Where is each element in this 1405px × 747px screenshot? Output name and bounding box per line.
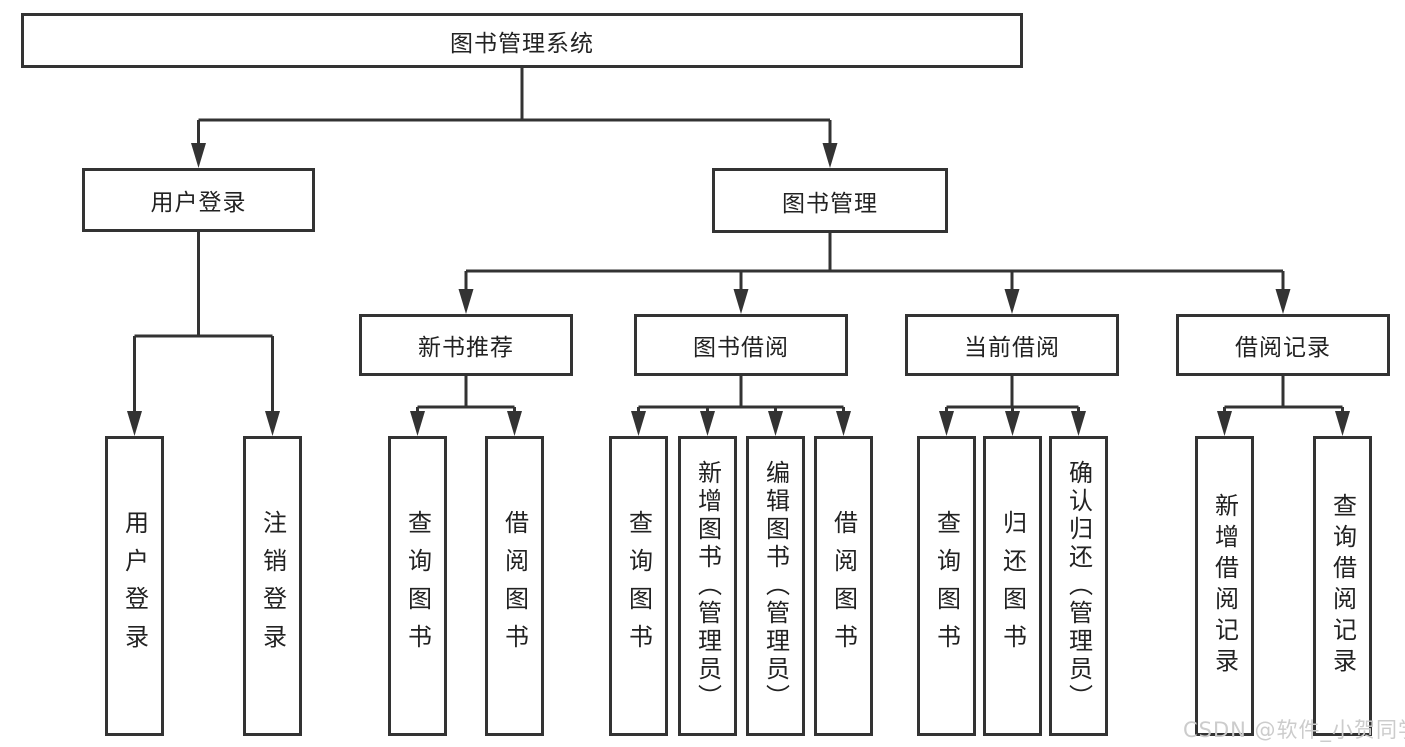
leaf-borrow-books-1-label: 借阅图书 [500, 510, 529, 662]
leaf-borrow-books-1: 借阅图书 [485, 436, 544, 736]
leaf-query-books-2: 查询图书 [609, 436, 668, 736]
leaf-query-books-1: 查询图书 [388, 436, 447, 736]
node-library-system-label: 图书管理系统 [450, 30, 594, 57]
leaf-query-borrow-record-label: 查询借阅记录 [1328, 493, 1357, 679]
node-borrow-record: 借阅记录 [1176, 314, 1390, 376]
leaf-query-books-3-label: 查询图书 [932, 510, 961, 662]
leaf-user-login-label: 用户登录 [120, 510, 149, 662]
node-user-login: 用户登录 [82, 168, 315, 232]
node-book-borrow-label: 图书借阅 [693, 335, 789, 361]
node-book-borrow: 图书借阅 [634, 314, 848, 376]
leaf-user-login: 用户登录 [105, 436, 164, 736]
leaf-add-borrow-record: 新增借阅记录 [1195, 436, 1254, 736]
leaf-query-books-2-label: 查询图书 [624, 510, 653, 662]
leaf-add-book-admin: 新增图书（管理员） [678, 436, 737, 736]
node-user-login-label: 用户登录 [150, 190, 247, 216]
leaf-query-books-1-label: 查询图书 [403, 510, 432, 662]
node-current-borrow-label: 当前借阅 [964, 335, 1060, 361]
node-book-management-label: 图书管理 [782, 190, 878, 217]
leaf-confirm-return-admin-label: 确认归还（管理员） [1064, 460, 1093, 712]
node-new-book-recommend: 新书推荐 [359, 314, 573, 376]
leaf-borrow-books-2: 借阅图书 [814, 436, 873, 736]
leaf-borrow-books-2-label: 借阅图书 [829, 510, 858, 662]
leaf-edit-book-admin-label: 编辑图书（管理员） [761, 460, 790, 712]
leaf-add-book-admin-label: 新增图书（管理员） [693, 460, 722, 712]
node-borrow-record-label: 借阅记录 [1235, 335, 1331, 361]
leaf-return-book-label: 归还图书 [998, 510, 1027, 662]
leaf-confirm-return-admin: 确认归还（管理员） [1049, 436, 1108, 736]
leaf-edit-book-admin: 编辑图书（管理员） [746, 436, 805, 736]
leaf-query-borrow-record: 查询借阅记录 [1313, 436, 1372, 736]
node-current-borrow: 当前借阅 [905, 314, 1119, 376]
node-library-system: 图书管理系统 [21, 13, 1023, 68]
leaf-query-books-3: 查询图书 [917, 436, 976, 736]
leaf-add-borrow-record-label: 新增借阅记录 [1210, 493, 1239, 679]
node-new-book-recommend-label: 新书推荐 [418, 335, 514, 361]
watermark: CSDN @软件_小贺同学 [1183, 718, 1405, 742]
leaf-return-book: 归还图书 [983, 436, 1042, 736]
leaf-logout-label: 注销登录 [258, 510, 287, 662]
leaf-logout: 注销登录 [243, 436, 302, 736]
node-book-management: 图书管理 [712, 168, 948, 233]
